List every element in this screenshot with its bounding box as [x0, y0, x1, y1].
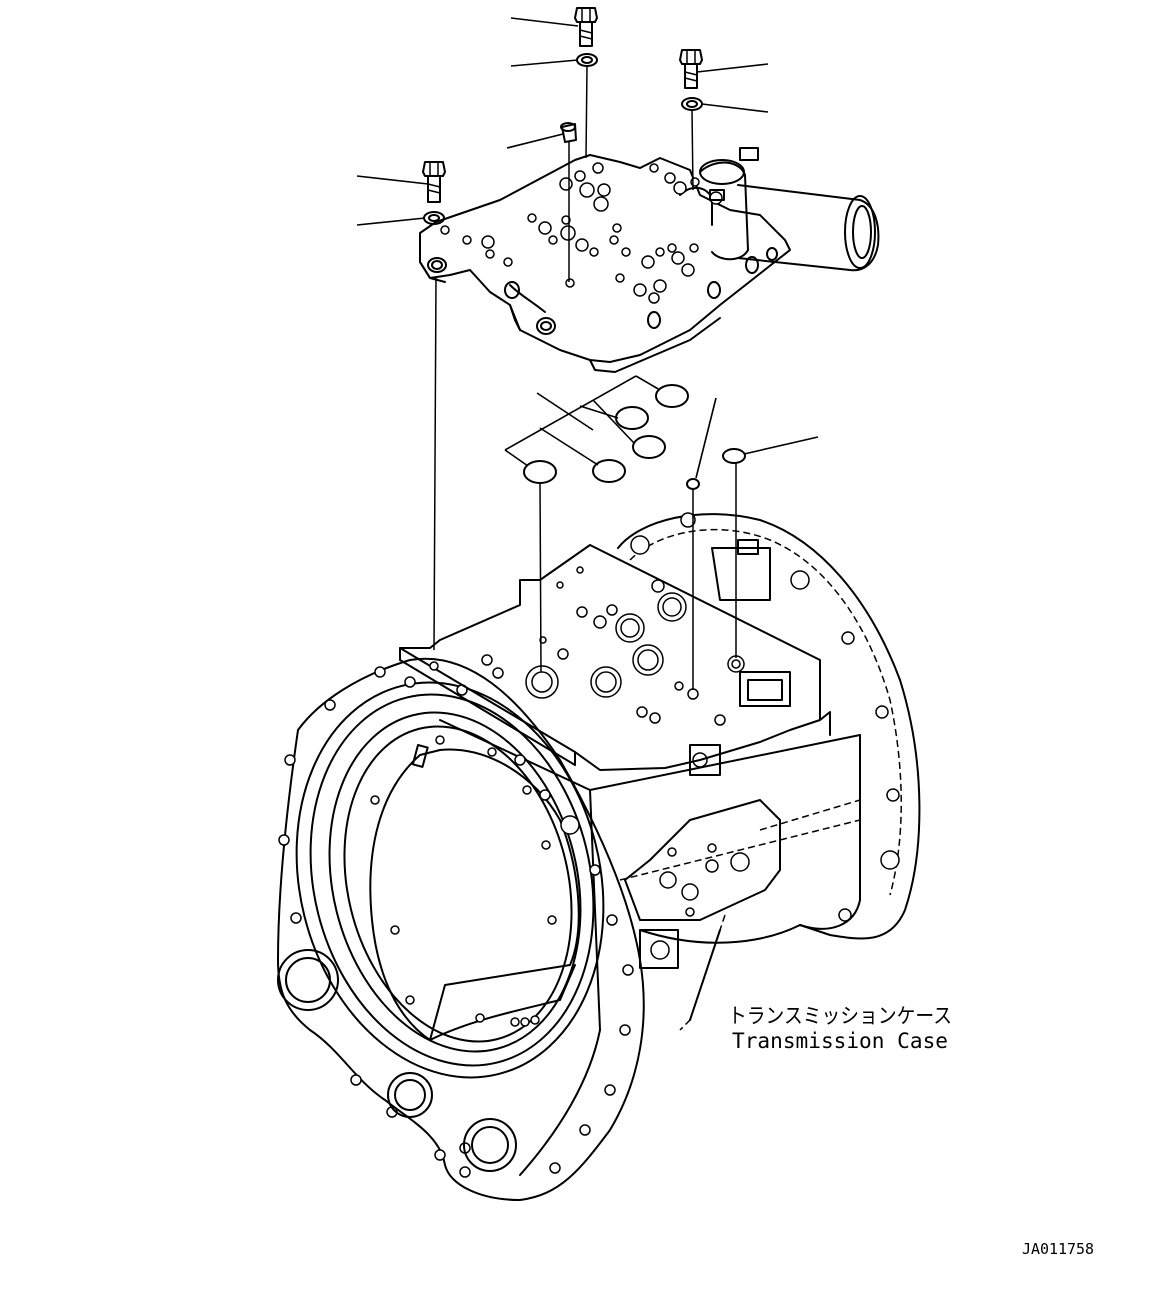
transmission-valve-assembly — [419, 147, 880, 373]
case-label-jp: トランスミッションケース — [728, 1004, 952, 1028]
washer-top — [576, 53, 598, 67]
o-ring — [592, 459, 626, 483]
drawing-id: JA011758 — [1022, 1240, 1094, 1258]
transmission-case — [277, 512, 921, 1201]
port-hole — [387, 1072, 433, 1118]
side-valve-block — [624, 799, 781, 921]
flange-bolt-hole — [886, 788, 900, 802]
o-ring — [615, 406, 649, 430]
o-ring — [632, 435, 666, 459]
inner-ring-holes — [370, 735, 557, 1027]
flange-bolt-hole — [790, 570, 810, 590]
dowel-pin — [560, 122, 577, 143]
port-hole — [277, 949, 339, 1011]
boss — [639, 929, 679, 969]
bolt-left — [422, 161, 446, 203]
flange-bolt-hole — [680, 512, 696, 528]
flange-bolt-hole — [630, 535, 650, 555]
washer-right — [681, 97, 703, 111]
flange-bolt-hole — [838, 908, 852, 922]
port-hole — [463, 1118, 517, 1172]
o-ring — [523, 460, 557, 484]
o-ring-small — [686, 478, 700, 490]
leader-lines — [356, 17, 819, 690]
o-ring-medium — [722, 448, 746, 464]
solenoid-valve — [679, 147, 880, 272]
o-ring — [655, 384, 689, 408]
bolt-right — [679, 49, 703, 89]
case-valve-mounting-face — [399, 544, 821, 771]
flange-bolt-hole — [841, 631, 855, 645]
case-face-ports — [429, 566, 745, 726]
case-label-en: Transmission Case — [732, 1029, 948, 1053]
o-rings — [523, 384, 746, 490]
flange-bolt-hole — [880, 850, 900, 870]
flange-bolt-hole — [875, 705, 889, 719]
bolt-top — [574, 7, 598, 47]
front-flange-holes — [278, 666, 634, 1178]
valve-body — [419, 154, 791, 363]
